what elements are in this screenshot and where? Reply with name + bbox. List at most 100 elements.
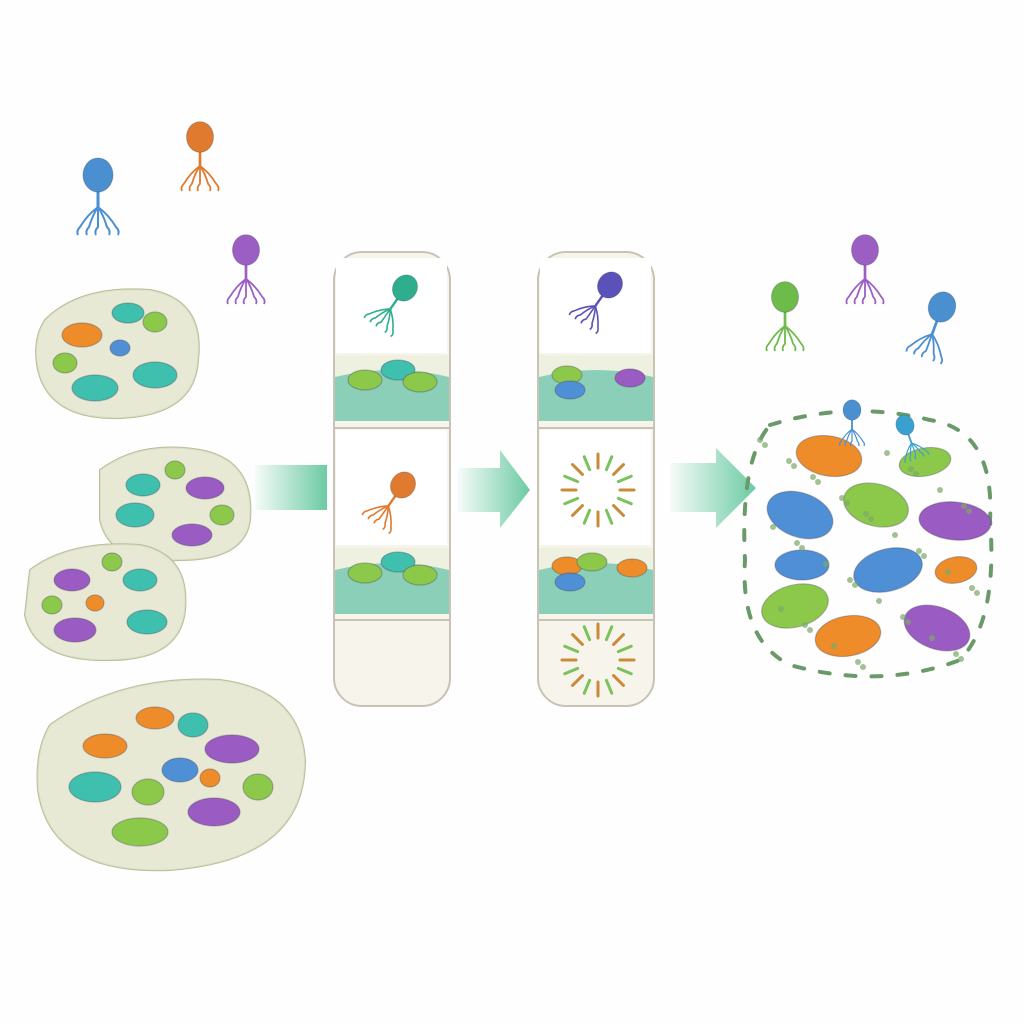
- bacterium-icon: [761, 583, 829, 629]
- biofilm-fragment-outline: [742, 409, 994, 679]
- debris: [876, 598, 882, 604]
- biofilm-icon: [36, 678, 307, 872]
- bacterium-icon: [903, 604, 971, 652]
- bacterium-icon: [52, 352, 78, 374]
- bacterium-icon: [554, 380, 586, 400]
- bacterium-icon: [101, 552, 123, 572]
- bacterium-icon: [164, 460, 186, 480]
- bacterium-icon: [126, 609, 168, 635]
- bacterium-icon: [843, 482, 909, 528]
- debris: [799, 545, 805, 551]
- bacterium-icon: [109, 339, 131, 357]
- debris: [823, 561, 829, 567]
- debris: [929, 635, 935, 641]
- bacterium-icon: [199, 768, 221, 788]
- bacterium-icon: [774, 549, 830, 581]
- bacteriophage-icon: [839, 399, 865, 447]
- biofilm-icon: [99, 446, 252, 562]
- bacterium-icon: [576, 552, 608, 572]
- debris: [831, 643, 837, 649]
- debris: [892, 532, 898, 538]
- debris: [770, 524, 776, 530]
- debris: [953, 651, 959, 657]
- bacterium-icon: [71, 374, 119, 402]
- bacteriophage-icon: [180, 121, 220, 192]
- bacteriophage-icon: [76, 157, 120, 236]
- released-bacteria: [742, 399, 994, 679]
- debris: [860, 664, 866, 670]
- bacteriophage-icon: [895, 414, 930, 464]
- debris: [945, 569, 951, 575]
- bacterium-icon: [131, 778, 165, 806]
- bacterium-icon: [177, 712, 209, 738]
- biofilm-icon: [23, 543, 187, 662]
- bacterium-icon: [402, 371, 438, 393]
- debris: [921, 553, 927, 559]
- bacterium-icon: [347, 369, 383, 391]
- debris: [778, 606, 784, 612]
- debris: [847, 577, 853, 583]
- bacterium-icon: [185, 476, 225, 500]
- bacterium-icon: [402, 564, 438, 586]
- debris: [916, 548, 922, 554]
- bacteriophage-icon: [363, 274, 418, 338]
- bacterium-icon: [111, 817, 169, 847]
- bacterium-icon: [204, 734, 260, 764]
- bacterium-icon: [125, 473, 161, 497]
- lysis-burst-icon: [560, 452, 636, 528]
- bacterium-icon: [171, 523, 213, 547]
- bacterium-icon: [53, 617, 97, 643]
- debris: [839, 495, 845, 501]
- debris: [868, 516, 874, 522]
- bacterium-icon: [132, 361, 178, 389]
- lysis-burst-icon: [560, 622, 636, 698]
- bacterium-icon: [380, 551, 416, 573]
- debris: [884, 450, 890, 456]
- bacteriophage-icon: [765, 281, 805, 352]
- bacterium-icon: [41, 595, 63, 615]
- debris: [961, 503, 967, 509]
- debris: [794, 540, 800, 546]
- disruption-panel: [537, 251, 655, 707]
- debris: [855, 659, 861, 665]
- attachment-panel: [333, 251, 451, 707]
- bacterium-icon: [161, 757, 199, 783]
- bacterium-icon: [187, 797, 241, 827]
- debris: [791, 463, 797, 469]
- bacterium-icon: [934, 556, 978, 584]
- debris: [802, 622, 808, 628]
- bacterium-icon: [554, 572, 586, 592]
- debris: [913, 471, 919, 477]
- arrow-right-icon: [255, 465, 327, 510]
- arrow-right-icon: [670, 448, 756, 528]
- debris: [969, 585, 975, 591]
- bacteriophage-icon: [568, 271, 623, 335]
- bacterium-icon: [122, 568, 158, 592]
- debris: [786, 458, 792, 464]
- debris: [966, 508, 972, 514]
- debris: [937, 487, 943, 493]
- bacterium-icon: [242, 773, 274, 801]
- bacterium-icon: [766, 490, 834, 540]
- bacterium-icon: [616, 558, 648, 578]
- bacteriophage-icon: [226, 234, 266, 305]
- bacteriophage-icon: [845, 234, 885, 305]
- debris: [815, 479, 821, 485]
- bacterium-icon: [209, 504, 235, 526]
- bacteriophage-icon: [905, 291, 957, 365]
- debris: [900, 614, 906, 620]
- bacterium-icon: [53, 568, 91, 592]
- debris: [844, 500, 850, 506]
- bacterium-icon: [853, 547, 923, 593]
- bacteriophage-icon: [361, 471, 416, 535]
- bacterium-icon: [85, 594, 105, 612]
- bacterium-icon: [347, 562, 383, 584]
- bacterium-icon: [918, 501, 992, 541]
- debris: [974, 590, 980, 596]
- bacterium-icon: [61, 322, 103, 348]
- debris: [852, 582, 858, 588]
- bacterium-icon: [68, 771, 122, 803]
- biofilm-icon: [35, 288, 200, 420]
- bacterium-icon: [135, 706, 175, 730]
